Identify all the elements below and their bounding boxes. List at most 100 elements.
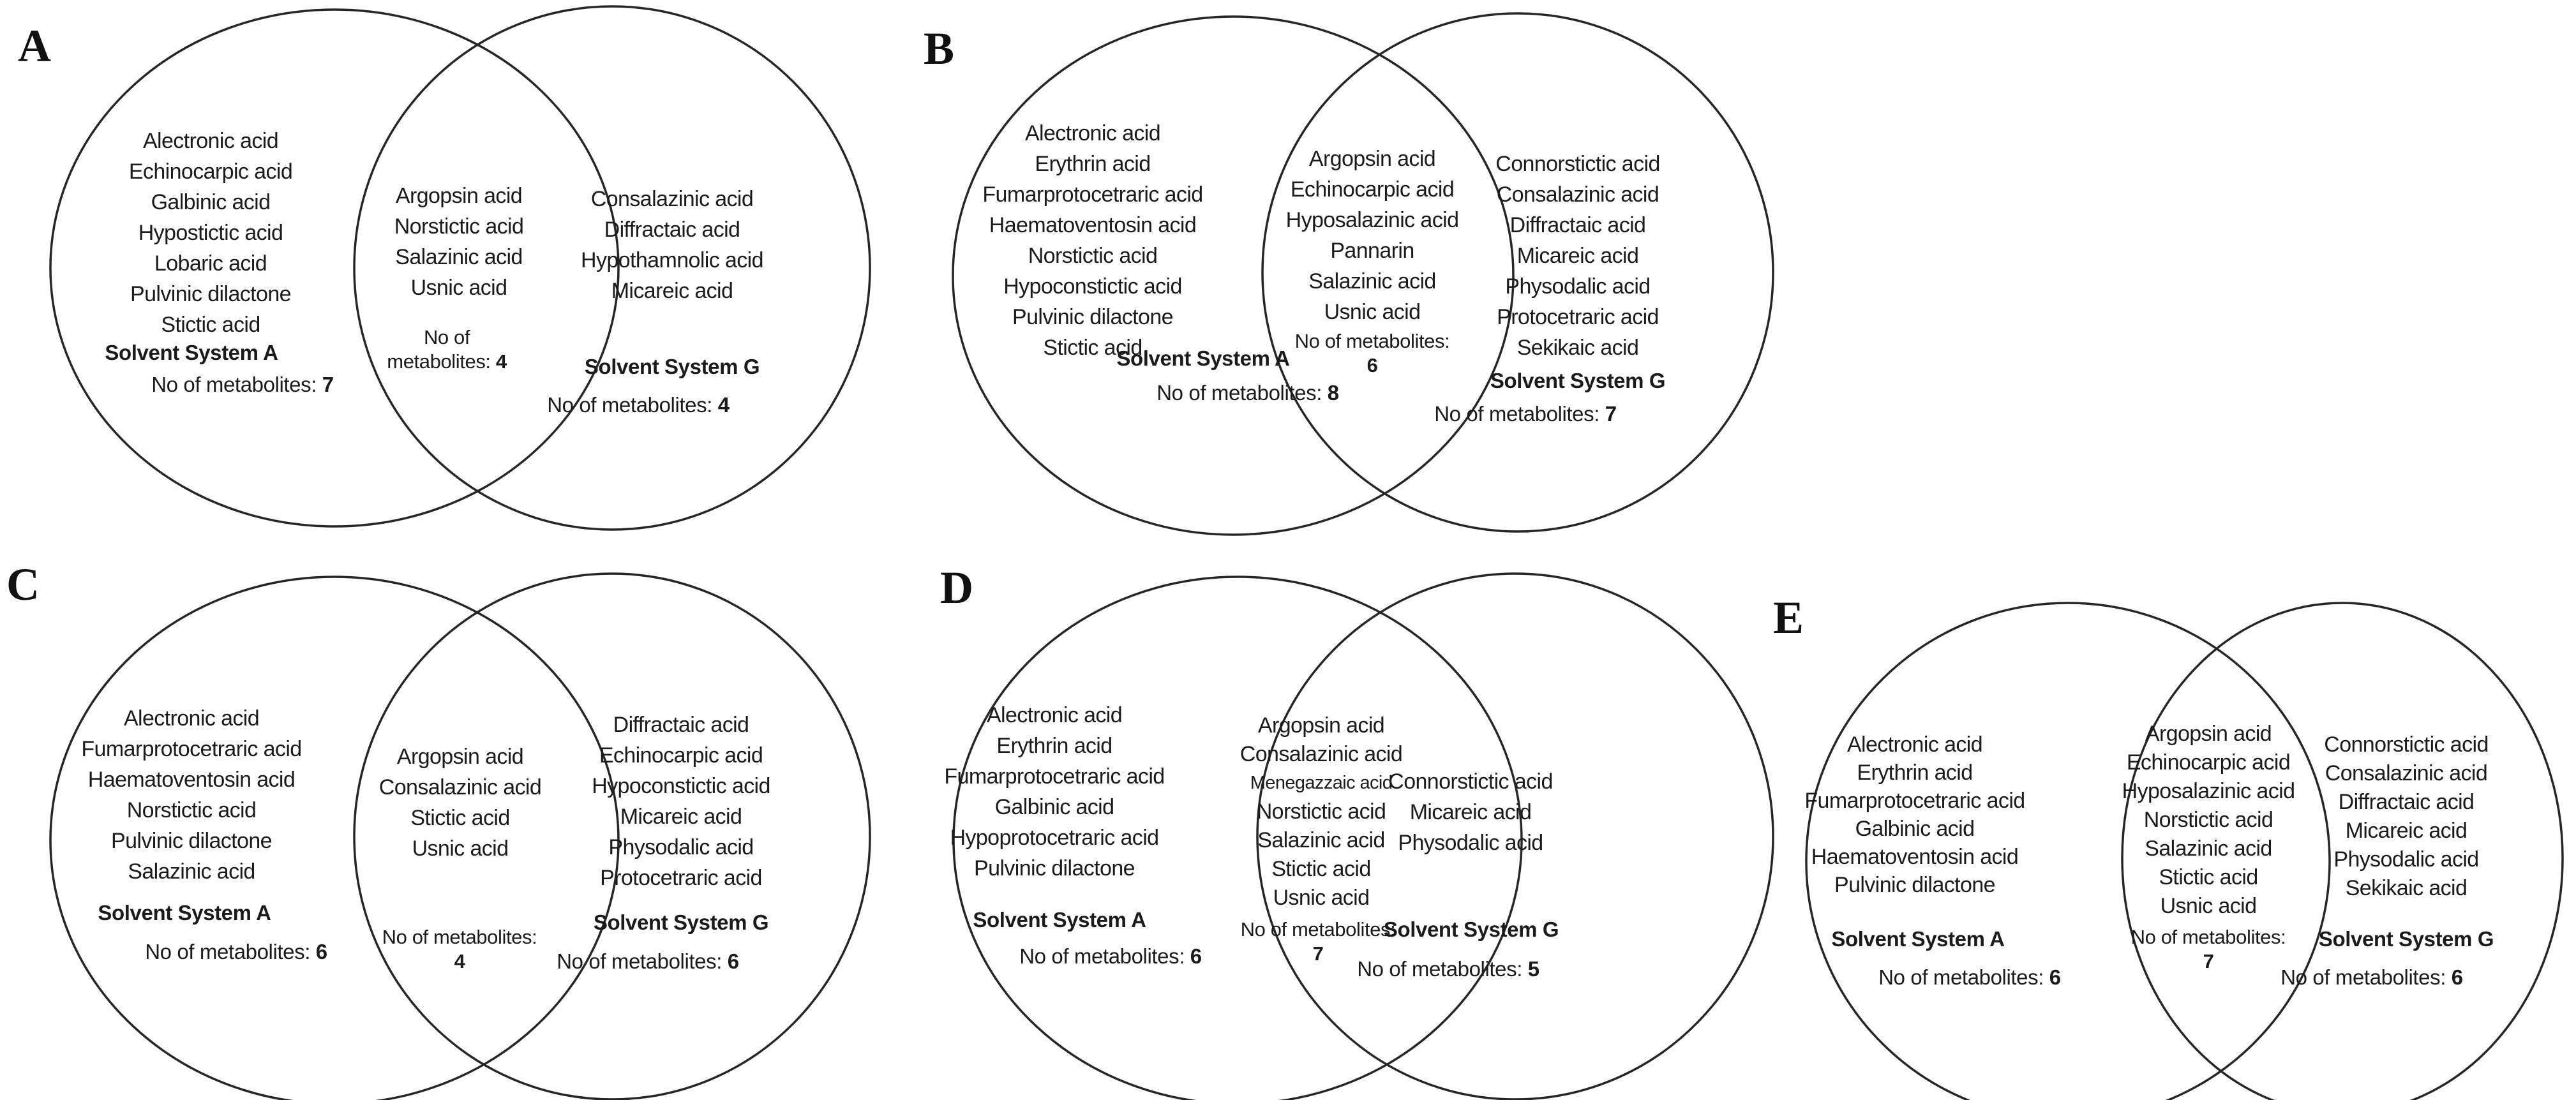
metabolite-item: Diffractaic acid: [2338, 790, 2475, 814]
venn-diagram-svg: [1805, 602, 2564, 1100]
left-count: No of metabolites: 8: [1157, 381, 1339, 405]
metabolite-item: Haematoventosin acid: [989, 213, 1197, 237]
metabolite-item: Hyposalazinic acid: [2122, 779, 2295, 803]
intersection-count: No of metabolites: 7: [2130, 926, 2286, 972]
metabolite-item: Haematoventosin acid: [1811, 845, 2019, 869]
right-count: No of metabolites: 6: [2280, 965, 2463, 989]
left-system-label: Solvent System A: [1116, 346, 1290, 370]
panel-letter: C: [6, 559, 40, 610]
metabolite-item: Micareic acid: [1409, 800, 1532, 824]
right-circle: [1261, 12, 1774, 533]
panel-letter: B: [924, 23, 955, 74]
metabolite-item: Usnic acid: [1273, 886, 1370, 910]
metabolite-item: Erythrin acid: [1035, 152, 1151, 176]
left-circle: [952, 576, 1523, 1100]
metabolite-item: Consalazinic acid: [378, 775, 542, 799]
metabolite-item: Micareic acid: [2345, 819, 2467, 843]
metabolite-item: Physodalic acid: [2333, 847, 2479, 872]
metabolite-item: Consalazinic acid: [2325, 761, 2488, 785]
metabolite-item: Salazinic acid: [395, 245, 523, 269]
metabolite-item: Alectronic acid: [1846, 732, 1983, 757]
right-count: No of metabolites: 4: [547, 393, 730, 417]
metabolite-item: Pannarin: [1330, 239, 1414, 263]
metabolite-item: Hyposalazinic acid: [1285, 208, 1459, 232]
metabolite-item: Pulvinic dilactone: [111, 829, 273, 853]
left-circle: [1805, 602, 2331, 1100]
metabolite-item: Stictic acid: [1043, 336, 1142, 360]
metabolite-item: Micareic acid: [620, 805, 742, 829]
metabolite-item: Hypoprotocetraric acid: [950, 826, 1160, 850]
metabolite-item: Salazinic acid: [128, 859, 255, 884]
metabolite-item: Argopsin acid: [396, 745, 524, 769]
metabolite-item: Echinocarpic acid: [1290, 177, 1455, 202]
metabolite-item: Salazinic acid: [1308, 269, 1436, 294]
metabolite-item: Galbinic acid: [994, 795, 1114, 819]
metabolite-item: Norstictic acid: [394, 214, 524, 239]
intersection-count: No of metabolites: 4: [382, 926, 537, 972]
left-circle: [952, 15, 1515, 536]
metabolite-item: Connorstictic acid: [1388, 769, 1553, 794]
metabolite-item: Echinocarpic acid: [128, 160, 293, 184]
metabolite-item: Protocetraric acid: [1497, 305, 1659, 329]
metabolite-item: Fumarprotocetraric acid: [944, 764, 1165, 789]
metabolite-item: Hypothamnolic acid: [581, 248, 764, 272]
metabolite-item: Sekikaic acid: [1516, 336, 1639, 360]
right-count: No of metabolites: 7: [1434, 402, 1617, 426]
intersection-count: No of metabolites: 4: [387, 326, 507, 373]
right-circle: [2121, 602, 2564, 1100]
metabolite-item: Norstictic acid: [2143, 808, 2273, 832]
left-circle: [49, 576, 620, 1100]
metabolite-item: Sekikaic acid: [2345, 876, 2467, 900]
panel-letter: E: [1773, 592, 1804, 643]
metabolite-item: Galbinic acid: [1855, 817, 1975, 841]
metabolite-item: Norstictic acid: [1256, 799, 1386, 824]
metabolite-item: Haematoventosin acid: [87, 768, 296, 792]
left-count: No of metabolites: 7: [151, 373, 334, 396]
metabolite-item: Pulvinic dilactone: [130, 282, 292, 306]
intersection-count: No of metabolites: 6: [1294, 330, 1450, 376]
metabolite-item: Hypostictic acid: [138, 221, 283, 245]
metabolite-item: Pulvinic dilactone: [1834, 873, 1996, 897]
intersection-count: No of metabolites: 7: [1240, 918, 1396, 965]
metabolite-item: Echinocarpic acid: [599, 743, 763, 768]
right-system-label: Solvent System G: [593, 910, 769, 934]
metabolite-item: Stictic acid: [410, 806, 510, 830]
left-circle: [49, 8, 620, 528]
metabolite-item: Fumarprotocetraric acid: [982, 182, 1203, 207]
metabolite-item: Fumarprotocetraric acid: [1804, 789, 2025, 813]
metabolite-item: Menegazzaic acid: [1250, 773, 1393, 793]
metabolite-item: Argopsin acid: [1308, 147, 1436, 171]
left-count: No of metabolites: 6: [1019, 944, 1202, 968]
metabolite-item: Norstictic acid: [1028, 244, 1158, 268]
metabolite-item: Micareic acid: [1516, 244, 1639, 268]
right-count: No of metabolites: 5: [1357, 957, 1539, 981]
metabolite-item: Micareic acid: [611, 279, 733, 303]
metabolite-item: Erythrin acid: [996, 734, 1112, 758]
metabolite-item: Salazinic acid: [2145, 836, 2272, 861]
metabolite-item: Physodalic acid: [608, 835, 754, 859]
metabolite-item: Lobaric acid: [154, 251, 267, 276]
right-system-label: Solvent System G: [1383, 918, 1559, 941]
metabolite-item: Diffractaic acid: [1509, 213, 1646, 237]
metabolite-item: Alectronic acid: [123, 706, 260, 731]
right-circle: [353, 572, 871, 1100]
